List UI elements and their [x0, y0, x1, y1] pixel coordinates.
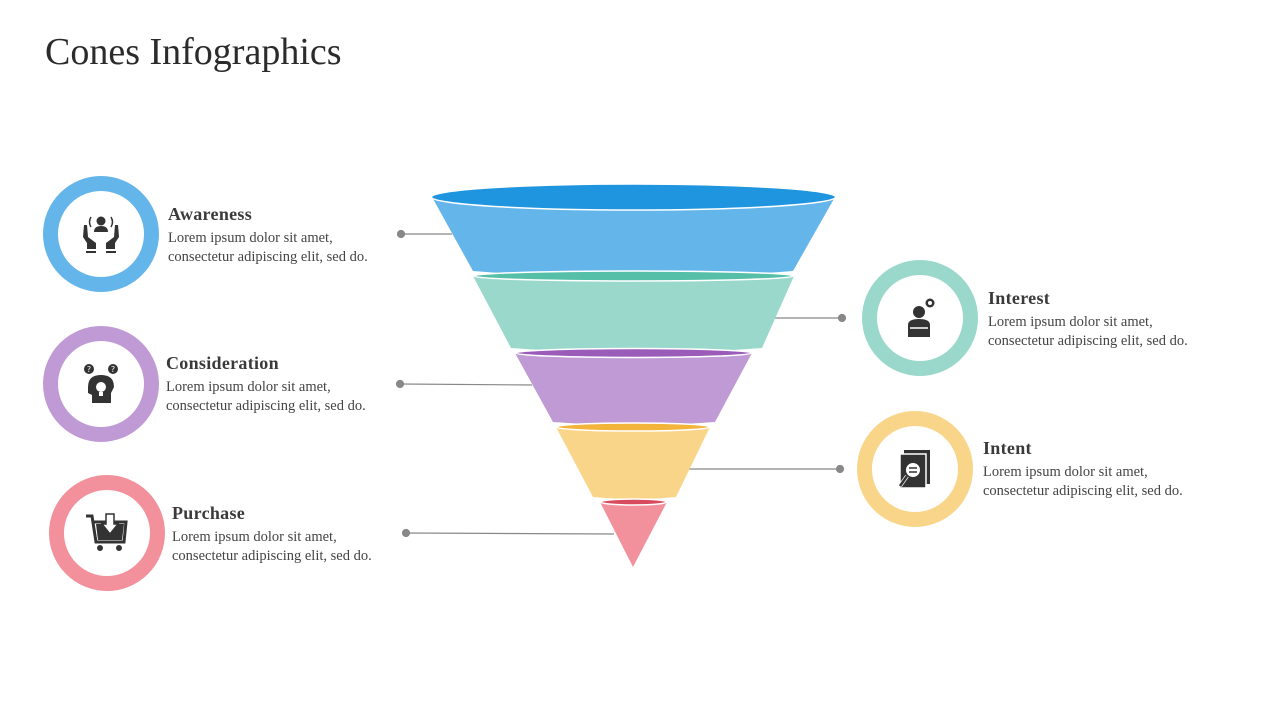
awareness-text-line2: consectetur adipiscing elit, sed do. [168, 249, 368, 265]
intent-text-line1: Lorem ipsum dolor sit amet, [983, 464, 1148, 480]
consideration-heading: Consideration [166, 353, 279, 373]
hands-person-icon [83, 216, 119, 253]
funnel-band-awareness [430, 183, 837, 278]
connector-dot-purchase [401, 528, 411, 538]
consideration-icon-circle: ? ? [43, 326, 159, 442]
purchase-heading: Purchase [172, 503, 246, 523]
intent-text-line2: consectetur adipiscing elit, sed do. [983, 483, 1183, 499]
head-lightbulb-icon: ? ? [84, 364, 118, 403]
interest-text-line2: consectetur adipiscing elit, sed do. [988, 333, 1188, 349]
consideration-label: Consideration Lorem ipsum dolor sit amet… [166, 353, 366, 416]
intent-icon-circle [857, 411, 973, 527]
awareness-text-line1: Lorem ipsum dolor sit amet, [168, 230, 333, 246]
connector-dot-interest [837, 313, 847, 323]
svg-text:?: ? [87, 365, 91, 374]
purchase-label: Purchase Lorem ipsum dolor sit amet, con… [172, 503, 372, 566]
interest-icon-circle [862, 260, 978, 376]
funnel-band-consideration [514, 347, 753, 425]
interest-label: Interest Lorem ipsum dolor sit amet, con… [988, 288, 1188, 351]
slide-title: Cones Infographics [45, 31, 342, 73]
connector-dot-awareness [396, 229, 406, 239]
funnel-band-intent [555, 422, 711, 499]
connector-dot-consideration [395, 379, 405, 389]
shopping-cart-icon [86, 513, 128, 551]
document-search-icon [898, 450, 930, 489]
awareness-label: Awareness Lorem ipsum dolor sit amet, co… [168, 204, 368, 267]
purchase-icon-circle [49, 475, 165, 591]
intent-heading: Intent [983, 438, 1032, 458]
purchase-text-line1: Lorem ipsum dolor sit amet, [172, 529, 337, 545]
intent-label: Intent Lorem ipsum dolor sit amet, conse… [983, 438, 1183, 501]
svg-text:?: ? [111, 365, 115, 374]
connector-consideration [399, 383, 533, 386]
awareness-icon-circle [43, 176, 159, 292]
interest-text-line1: Lorem ipsum dolor sit amet, [988, 314, 1153, 330]
connector-dot-intent [835, 464, 845, 474]
consideration-text-line2: consectetur adipiscing elit, sed do. [166, 398, 366, 414]
funnel-band-purchase [599, 498, 668, 567]
consideration-text-line1: Lorem ipsum dolor sit amet, [166, 379, 331, 395]
funnel-band-interest [472, 270, 795, 353]
connector-purchase [405, 532, 615, 535]
interest-heading: Interest [988, 288, 1051, 308]
awareness-heading: Awareness [168, 204, 253, 224]
person-thinking-icon [908, 298, 935, 337]
purchase-text-line2: consectetur adipiscing elit, sed do. [172, 548, 372, 564]
